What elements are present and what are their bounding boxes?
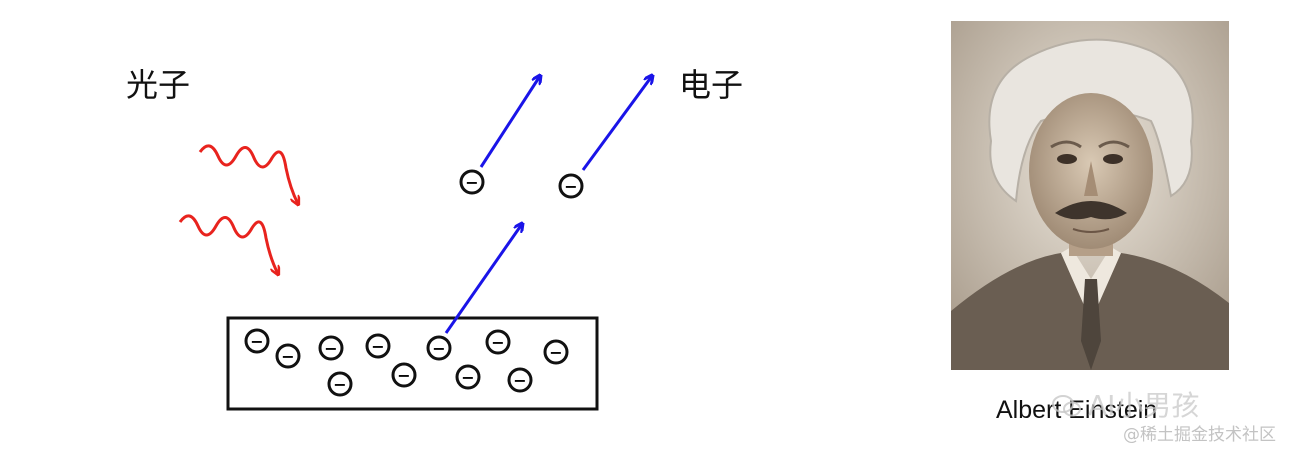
plate-electron: − bbox=[365, 333, 391, 359]
photon-label: 光子 bbox=[126, 66, 191, 104]
plate-electron: − bbox=[543, 339, 569, 365]
electron-arrow-1 bbox=[479, 76, 540, 168]
svg-text:−: − bbox=[333, 375, 346, 394]
electron-label: 电子 bbox=[679, 66, 744, 104]
plate-electron: − bbox=[275, 343, 301, 369]
svg-text:−: − bbox=[461, 368, 474, 387]
svg-text:−: − bbox=[281, 347, 294, 366]
portrait-caption: Albert Einstein bbox=[996, 396, 1158, 424]
photon-wave-2 bbox=[178, 214, 278, 274]
plate-electron: − bbox=[426, 335, 452, 361]
electron-arrow-3 bbox=[444, 224, 522, 334]
photon-waves bbox=[178, 144, 298, 274]
watermark-main: AI小男孩 bbox=[1052, 384, 1199, 424]
plate-electron: − bbox=[485, 329, 511, 355]
electron-arrow-2 bbox=[581, 76, 652, 171]
watermark-sub: @稀土掘金技术社区 bbox=[1123, 425, 1276, 445]
photon-wave-1 bbox=[198, 144, 298, 204]
svg-text:−: − bbox=[432, 339, 445, 358]
plate-electron: − bbox=[327, 371, 353, 397]
svg-text:−: − bbox=[465, 173, 478, 192]
emitted-electron-2: − bbox=[558, 173, 584, 199]
wechat-icon bbox=[1052, 392, 1082, 417]
plate-electron: − bbox=[244, 328, 270, 354]
svg-text:−: − bbox=[513, 371, 526, 390]
svg-text:−: − bbox=[371, 337, 384, 356]
metal-plate bbox=[226, 316, 599, 411]
plate-electron: − bbox=[507, 367, 533, 393]
plate-electrons: − − − − − − − − − − − bbox=[244, 328, 569, 397]
emitted-electron-1: − bbox=[459, 169, 485, 195]
watermark-main-text: AI小男孩 bbox=[1088, 389, 1200, 422]
svg-text:−: − bbox=[250, 332, 263, 351]
svg-text:−: − bbox=[397, 366, 410, 385]
plate-electron: − bbox=[391, 362, 417, 388]
svg-text:−: − bbox=[324, 339, 337, 358]
svg-text:−: − bbox=[549, 343, 562, 362]
einstein-portrait bbox=[951, 21, 1229, 370]
plate-electron: − bbox=[318, 335, 344, 361]
svg-text:−: − bbox=[564, 177, 577, 196]
plate-electron: − bbox=[455, 364, 481, 390]
svg-text:−: − bbox=[491, 333, 504, 352]
